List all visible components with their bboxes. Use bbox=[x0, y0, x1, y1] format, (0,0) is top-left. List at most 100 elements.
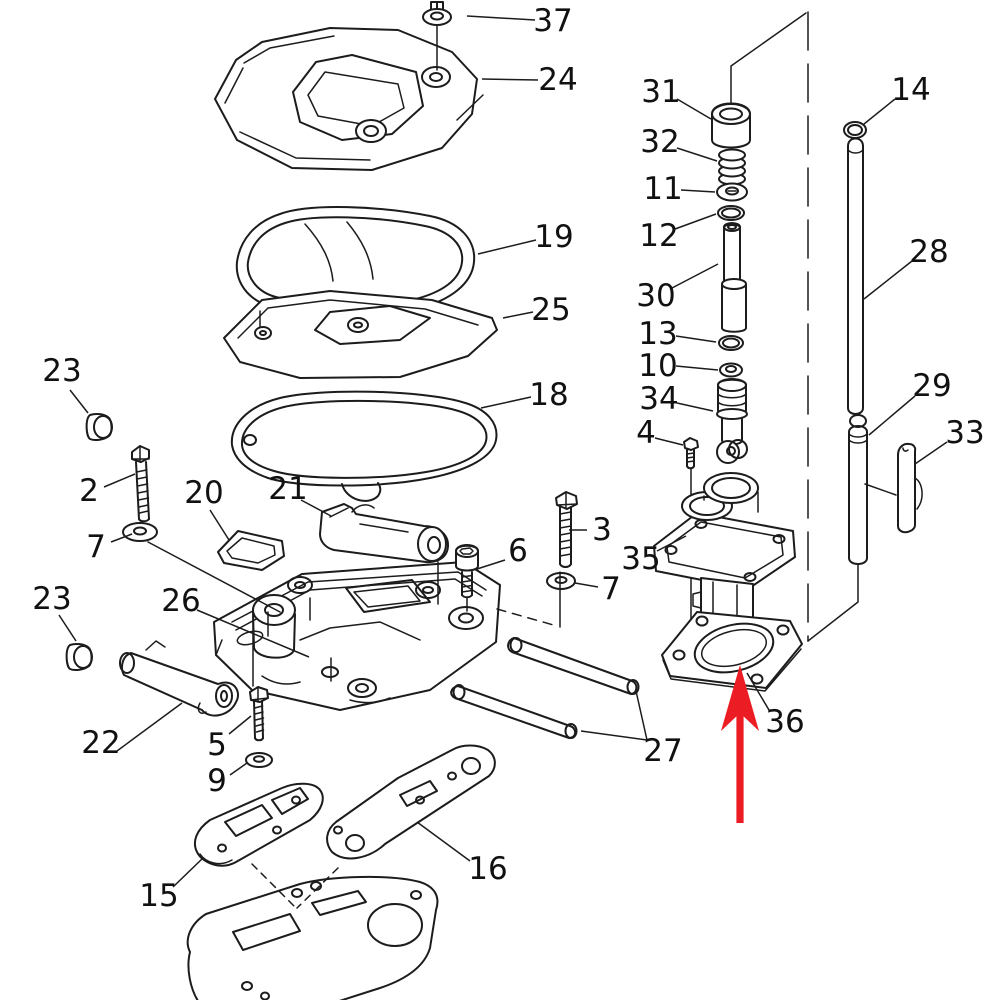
part-label-12-21: 12 bbox=[639, 218, 678, 254]
leader-line-4-26-0 bbox=[654, 437, 684, 446]
leader-line-23-10-0 bbox=[58, 614, 77, 642]
leader-line-19-2-0 bbox=[477, 239, 537, 255]
rod-column-connector bbox=[807, 564, 859, 642]
leader-line-22-12-0 bbox=[116, 702, 183, 752]
part-label-7-30: 7 bbox=[601, 571, 621, 607]
leader-line-37-0-0 bbox=[466, 15, 536, 21]
clip-33 bbox=[897, 442, 923, 534]
alignment-dashes-gasket bbox=[251, 863, 339, 909]
plate-15 bbox=[193, 782, 324, 867]
washer7-long-leader bbox=[147, 541, 281, 613]
part-label-7-7: 7 bbox=[86, 529, 106, 565]
part-label-14-32: 14 bbox=[891, 72, 930, 108]
part-label-16-16: 16 bbox=[468, 851, 507, 887]
leader-line-15-15-0 bbox=[172, 857, 204, 888]
blind-cap-23-b bbox=[65, 642, 93, 671]
part-label-31-18: 31 bbox=[641, 74, 680, 110]
cylinder-head-cover-24 bbox=[214, 27, 484, 171]
part-label-11-20: 11 bbox=[643, 171, 682, 207]
leader-line-12-21-0 bbox=[674, 213, 717, 230]
o-ring-14 bbox=[843, 121, 867, 139]
blind-cap-23-a bbox=[85, 412, 113, 441]
leader-line-6-31-0 bbox=[476, 559, 506, 570]
part-label-26-11: 26 bbox=[161, 583, 200, 619]
bolt3-dashed-axis bbox=[496, 608, 558, 627]
part-label-29-34: 29 bbox=[912, 368, 951, 404]
part-label-5-13: 5 bbox=[207, 727, 227, 763]
bolt-5 bbox=[249, 686, 269, 742]
part-label-4-26: 4 bbox=[636, 415, 656, 451]
breather-plate-25 bbox=[223, 290, 498, 379]
leader-line-2-6-0 bbox=[103, 473, 136, 488]
leader-line-10-24-0 bbox=[675, 365, 719, 371]
overlay-lines bbox=[147, 24, 897, 687]
part-label-24-1: 24 bbox=[538, 62, 577, 98]
bolt-3 bbox=[555, 491, 578, 568]
pointer-arrow-layer bbox=[721, 665, 759, 823]
leader-line-7-30-0 bbox=[574, 582, 599, 588]
red-arrow-head bbox=[721, 665, 759, 731]
rod-tubes-27 bbox=[450, 637, 640, 739]
leader-line-9-14-0 bbox=[229, 762, 248, 776]
valve-column-connector bbox=[730, 12, 807, 113]
leader-line-33-35-0 bbox=[914, 441, 948, 465]
part-label-27-17: 27 bbox=[643, 733, 682, 769]
part-label-9-14: 9 bbox=[207, 763, 227, 799]
part-label-37-0: 37 bbox=[533, 3, 572, 39]
housing-35 bbox=[653, 472, 796, 634]
o-ring-13 bbox=[718, 335, 744, 351]
leader-line-5-13-0 bbox=[228, 715, 252, 735]
leader-line-23-5-0 bbox=[69, 389, 89, 414]
part-label-33-35: 33 bbox=[945, 415, 984, 451]
flange-gasket-36 bbox=[661, 611, 803, 692]
part-label-2-6: 2 bbox=[79, 473, 99, 509]
part-label-18-4: 18 bbox=[529, 377, 568, 413]
leader-line-31-18-0 bbox=[676, 98, 712, 120]
leader-line-34-25-0 bbox=[676, 402, 714, 412]
leader-line-7-7-0 bbox=[110, 533, 133, 543]
spring-retainer-11 bbox=[716, 182, 748, 202]
clip-rod-connector bbox=[864, 483, 897, 496]
leader-line-28-33-0 bbox=[863, 260, 913, 300]
part-label-23-10: 23 bbox=[32, 581, 71, 617]
leader-line-24-1-0 bbox=[481, 78, 539, 81]
leader-line-16-16-0 bbox=[416, 821, 471, 862]
cam-follower-34 bbox=[716, 378, 748, 464]
bolt-6 bbox=[455, 544, 479, 599]
leader-line-14-32-0 bbox=[863, 98, 896, 125]
leader-line-30-22-0 bbox=[671, 263, 719, 289]
mounting-body-26 bbox=[213, 561, 501, 711]
leader-lines-layer bbox=[58, 15, 948, 888]
parts-layer bbox=[65, 1, 923, 1000]
part-label-30-22: 30 bbox=[636, 278, 675, 314]
leader-line-26-11-0 bbox=[196, 609, 310, 658]
valve-spring-32 bbox=[718, 148, 746, 186]
o-ring-12 bbox=[717, 205, 745, 221]
washer-7-left bbox=[122, 522, 158, 542]
part-label-19-2: 19 bbox=[534, 219, 573, 255]
part-label-32-19: 32 bbox=[640, 124, 679, 160]
plate-gasket-16 bbox=[326, 744, 496, 860]
washer-10 bbox=[719, 362, 743, 378]
head-cover-gasket-18 bbox=[230, 390, 498, 502]
leader-line-18-4-0 bbox=[480, 396, 532, 409]
push-rod-28 bbox=[847, 137, 864, 415]
leader-line-36-28-0 bbox=[746, 672, 770, 711]
red-arrow-shaft bbox=[736, 711, 744, 823]
leader-line-29-34-0 bbox=[868, 395, 916, 436]
washer-37 bbox=[422, 8, 452, 26]
part-label-22-12: 22 bbox=[81, 725, 120, 761]
part-label-21-9: 21 bbox=[268, 471, 307, 507]
leader-line-25-3-0 bbox=[502, 311, 534, 319]
leader-line-27-17-0 bbox=[635, 690, 648, 741]
part-label-20-8: 20 bbox=[184, 475, 223, 511]
part-label-28-33: 28 bbox=[909, 234, 948, 270]
valve-lifter-31 bbox=[711, 102, 751, 149]
leader-line-35-27-0 bbox=[656, 535, 687, 552]
leader-line-27-17-1 bbox=[580, 730, 648, 741]
washer-7-right bbox=[546, 572, 576, 590]
leader-line-13-23-0 bbox=[675, 335, 717, 343]
rod-29 bbox=[848, 414, 868, 565]
